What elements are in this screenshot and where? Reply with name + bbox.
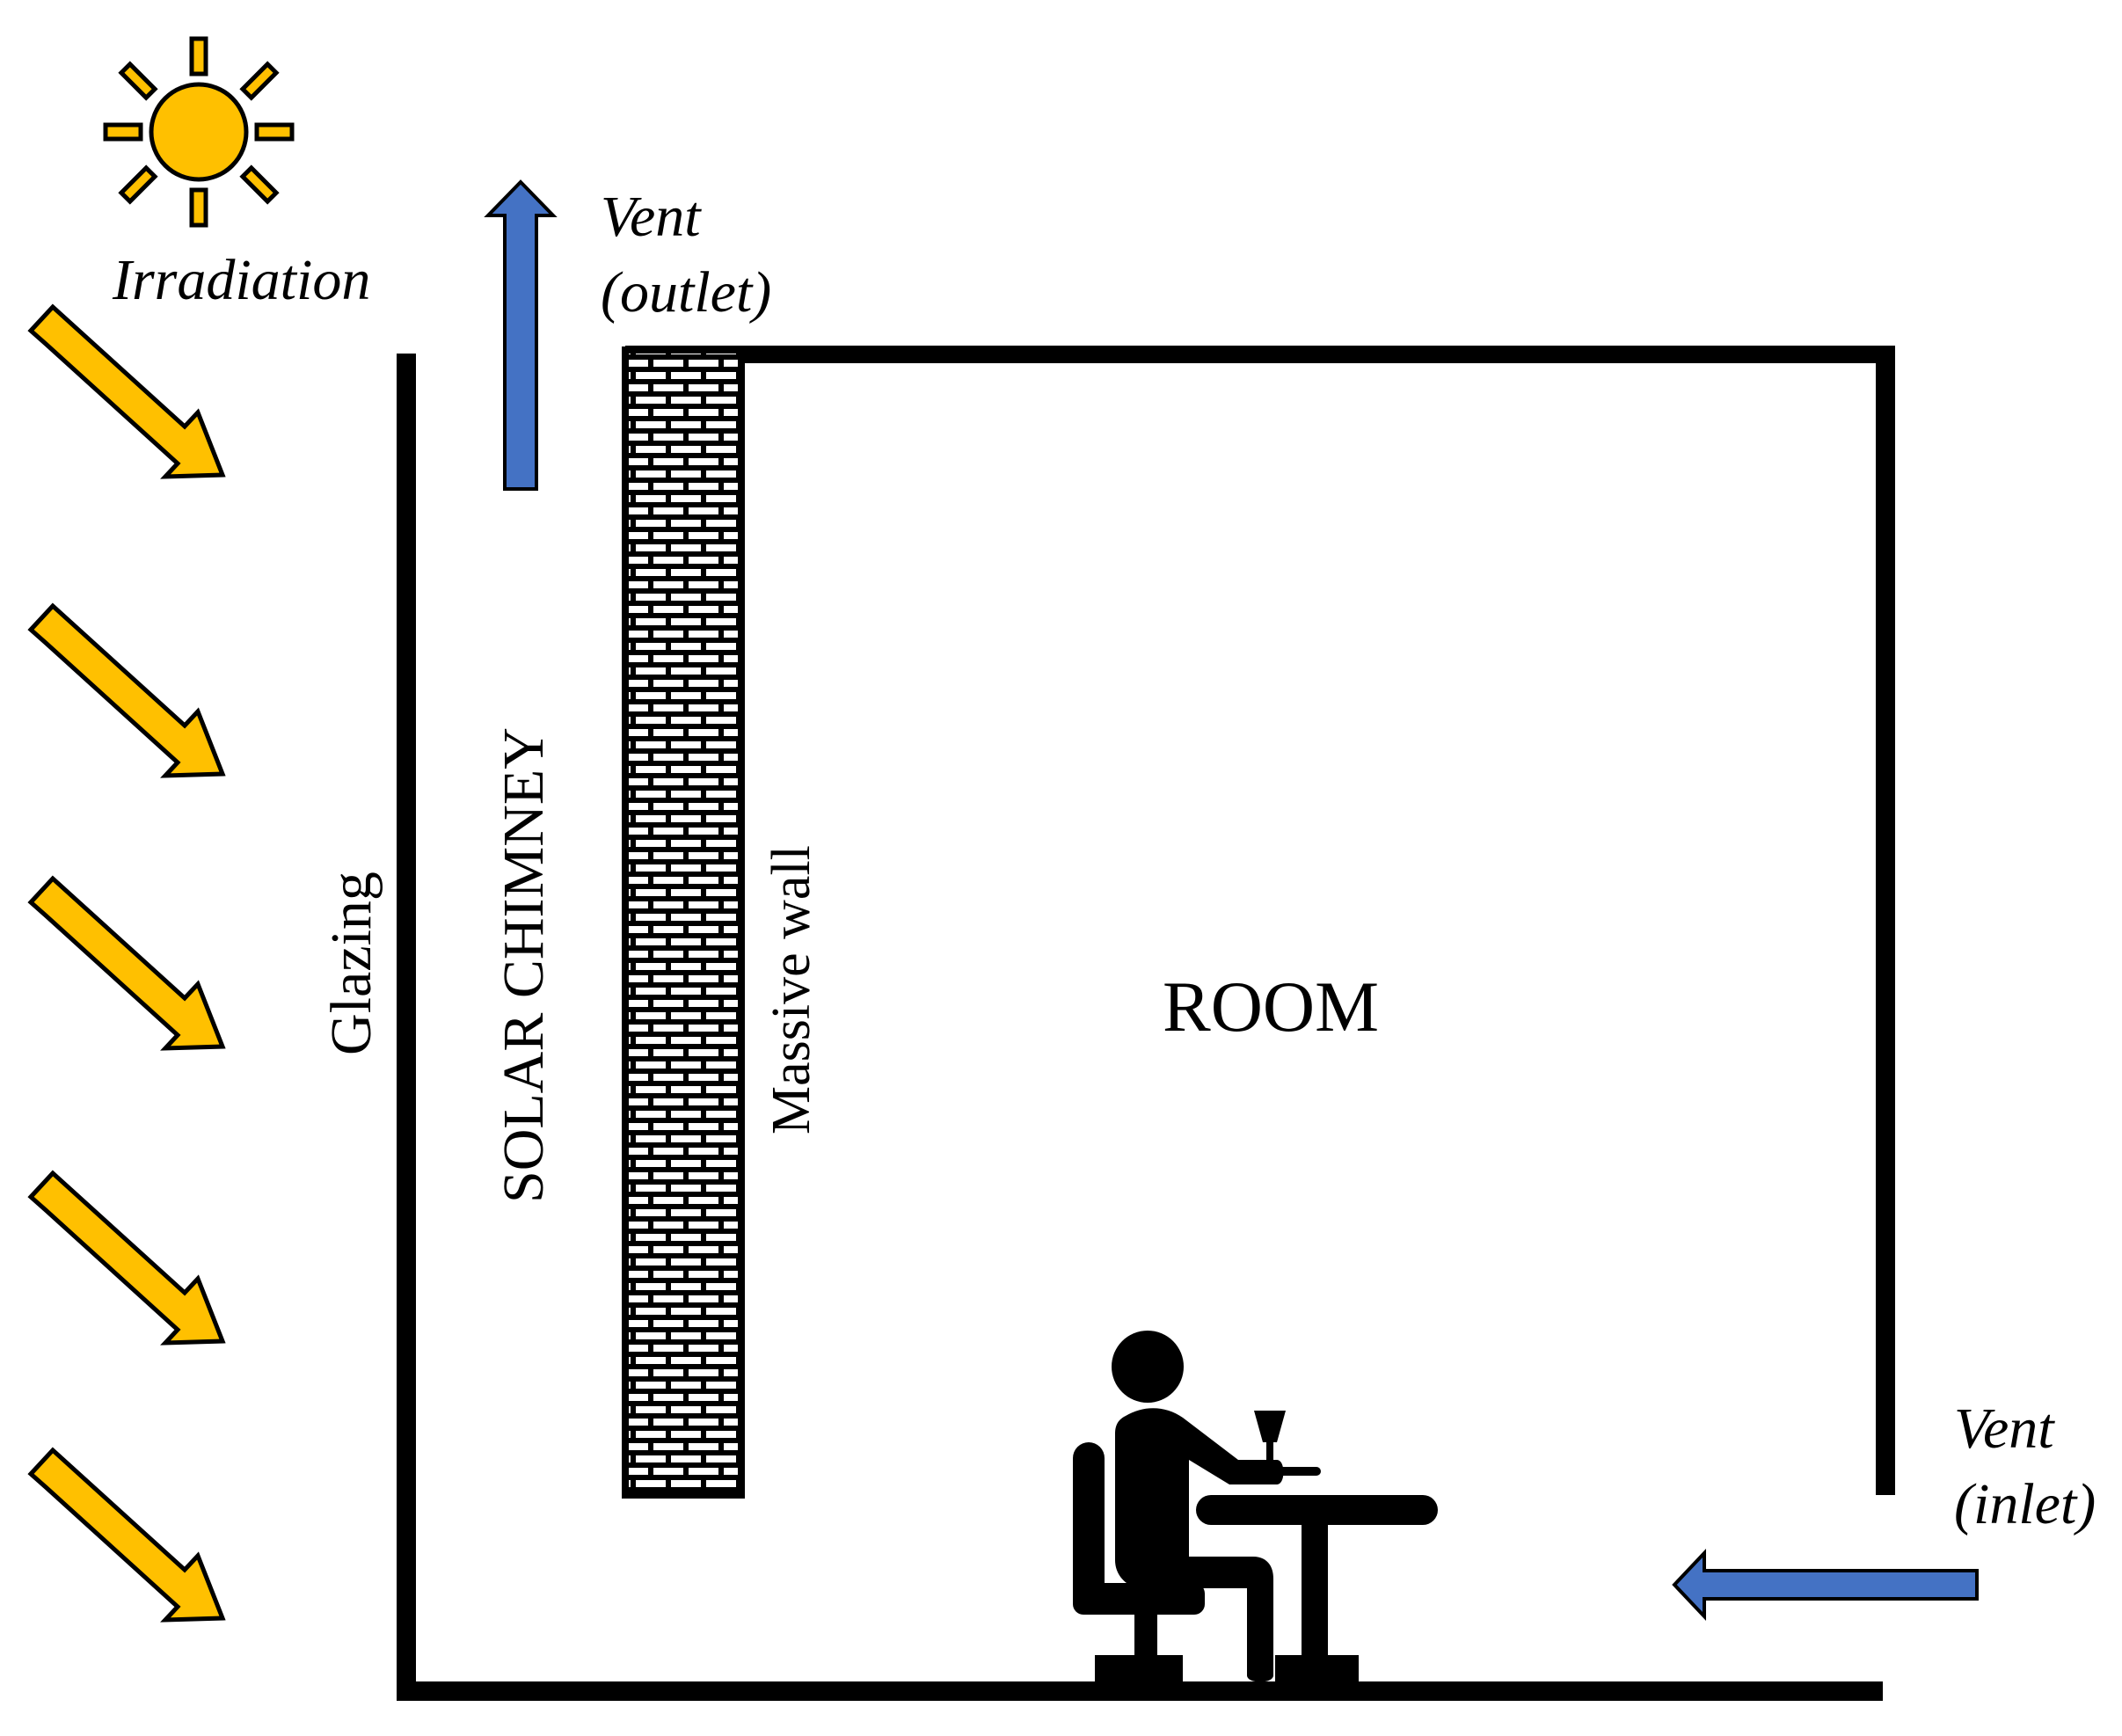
person-at-desk-icon [1073, 1331, 1438, 1683]
irradiation-arrow-5 [27, 1447, 226, 1623]
glazing-label: Glazing [319, 872, 383, 1055]
floor-line [397, 1681, 1883, 1701]
irradiation-label: Irradiation [112, 248, 370, 312]
vent-inlet-label-line1: Vent [1954, 1397, 2055, 1461]
sun-icon [103, 36, 295, 228]
vent-outlet-label-line1: Vent [601, 185, 702, 249]
irradiation-arrow-4 [27, 1170, 226, 1346]
room-label: ROOM [1163, 966, 1379, 1047]
massive-wall-label: Massive wall [762, 845, 821, 1134]
irradiation-arrow-3 [27, 875, 226, 1051]
solar-chimney-label: SOLAR CHIMNEY [492, 727, 556, 1203]
irradiation-arrow-1 [27, 303, 226, 479]
irradiation-arrow-2 [27, 602, 226, 778]
massive-wall [622, 346, 745, 1499]
vent-inlet-arrow [1672, 1548, 1979, 1622]
irradiation-arrows [27, 303, 226, 1623]
glazing-line [397, 354, 416, 1699]
vent-inlet-label-line2: (inlet) [1954, 1472, 2096, 1536]
vent-outlet-label-line2: (outlet) [601, 260, 771, 325]
vent-outlet-arrow [484, 179, 558, 491]
right-wall-line [1876, 346, 1895, 1495]
roof-line [625, 346, 1893, 363]
